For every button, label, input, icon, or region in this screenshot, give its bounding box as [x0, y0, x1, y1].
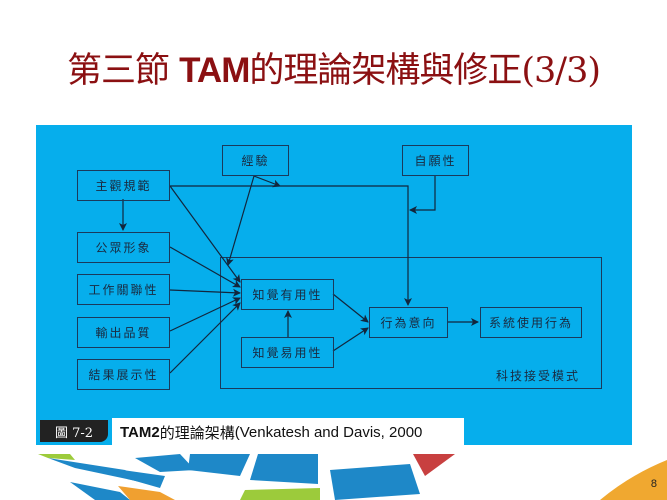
node-output-quality: 輸出品質 [77, 317, 170, 348]
node-job-relevance: 工作關聯性 [77, 274, 170, 305]
diagram-panel [36, 125, 632, 445]
caption-bold: TAM2 [120, 423, 160, 441]
title-bold: TAM [179, 51, 250, 90]
node-perceived-ease-of-use: 知覺易用性 [241, 337, 334, 368]
slide-title: 第三節 TAM的理論架構與修正(3/3) [0, 42, 667, 93]
tam-container-label: 科技接受模式 [496, 369, 581, 383]
figure-tag: 圖 7-2 [40, 420, 108, 442]
node-usage-behavior: 系統使用行為 [480, 307, 582, 338]
node-result-demonstrability: 結果展示性 [77, 359, 170, 390]
node-image: 公眾形象 [77, 232, 170, 263]
caption-title: 的理論架構 [159, 424, 235, 442]
node-experience: 經驗 [222, 145, 289, 176]
title-prefix: 第三節 [67, 51, 180, 91]
title-suffix: 的理論架構與修正(3/3) [249, 51, 601, 91]
node-intention-to-use: 行為意向 [369, 307, 448, 338]
footer-decoration [38, 454, 667, 500]
node-perceived-usefulness: 知覺有用性 [241, 279, 334, 310]
node-voluntariness: 自願性 [402, 145, 469, 176]
node-subjective-norm: 主觀規範 [77, 170, 170, 201]
caption-citation: (Venkatesh and Davis, 2000 [234, 423, 423, 441]
page-number: 8 [650, 478, 657, 490]
